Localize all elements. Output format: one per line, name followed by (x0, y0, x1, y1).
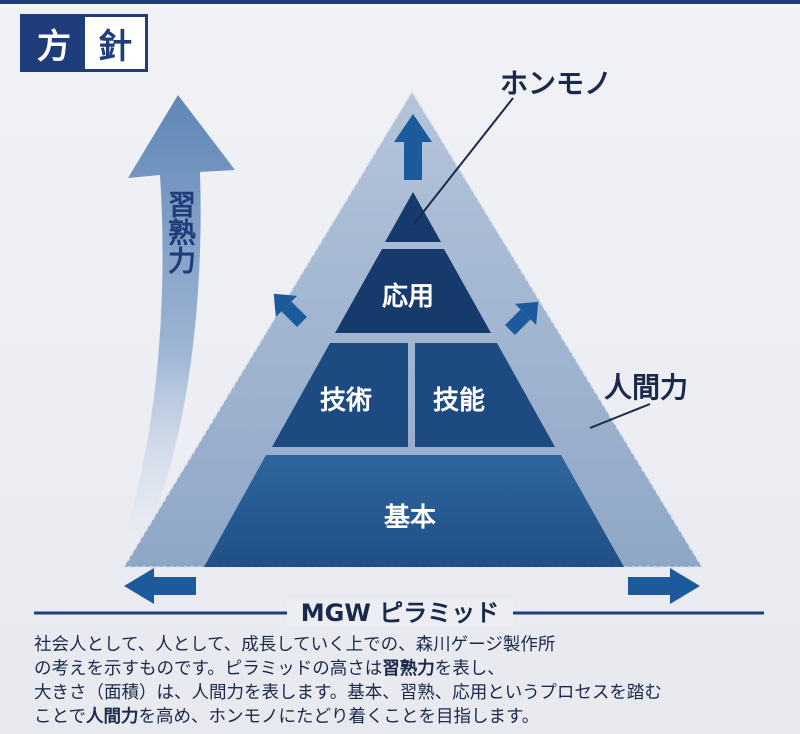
tier-top (385, 192, 441, 242)
label-shujukuryoku-text: 習熟力 (164, 190, 197, 274)
header-rule (0, 0, 800, 4)
desc-seg-0: 社会人として、人として、成長していく上での、森川ゲージ製作所 (34, 635, 556, 655)
diagonal-arrow-right-icon (505, 301, 539, 335)
label-kihon: 基本 (384, 503, 437, 533)
desc-seg-5: ことで (34, 707, 86, 727)
tier-kihon (204, 455, 624, 567)
label-ningenryoku: 人間力 (604, 371, 689, 404)
honmono-leader-line (412, 97, 514, 226)
up-arrow-icon (394, 114, 432, 180)
tier-gino (415, 343, 555, 447)
label-gino: 技能 (433, 386, 486, 416)
policy-badge: 方 針 (20, 14, 148, 72)
ningenryoku-leader-line (589, 403, 651, 429)
desc-seg-2: 習熟力 (382, 659, 435, 679)
left-arrow-icon (124, 568, 196, 604)
description-text: 社会人として、人として、成長していく上での、森川ゲージ製作所 の考えを示すもので… (34, 633, 774, 729)
tier-gijutsu (272, 343, 408, 447)
footer-title: MGW ピラミッド (0, 593, 800, 628)
label-shujukuryoku: 習熟力 (160, 190, 200, 274)
desc-seg-7: を高め、ホンモノにたどり着くことを目指します。 (138, 707, 540, 727)
desc-seg-4: 大きさ（面積）は、人間力を表します。基本、習熟、応用というプロセスを踏む (34, 683, 662, 703)
label-gijutsu: 技術 (320, 386, 373, 416)
badge-left-char: 方 (23, 17, 85, 69)
desc-seg-6: 人間力 (85, 707, 139, 727)
desc-seg-3: を表し、 (434, 659, 505, 679)
badge-right-char: 針 (98, 26, 132, 67)
growth-arrow (112, 95, 235, 567)
tier-oyo (335, 249, 491, 333)
desc-seg-1: の考えを示すものです。ピラミッドの高さは (34, 659, 383, 679)
right-arrow-icon (628, 568, 700, 604)
footer-title-text: MGW ピラミッド (286, 599, 514, 627)
diagonal-arrow-left-icon (273, 293, 307, 327)
label-honmono: ホンモノ (500, 67, 613, 100)
label-oyo: 応用 (382, 282, 435, 312)
